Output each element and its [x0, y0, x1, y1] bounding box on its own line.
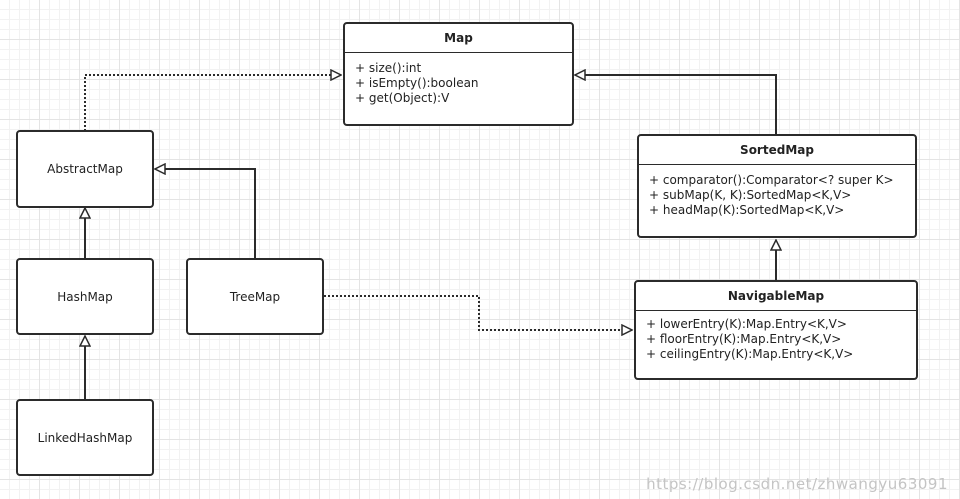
treemap-class-box[interactable]: TreeMap [186, 258, 324, 335]
treemap-extends-abstractmap-edge [155, 169, 256, 259]
treemap-realizes-navigablemap-edge [324, 295, 632, 330]
abstractmap-class-box[interactable]: AbstractMap [16, 130, 154, 208]
map-class-name: Map [345, 24, 572, 53]
sortedmap-class-name: SortedMap [639, 136, 915, 165]
hashmap-class-box[interactable]: HashMap [16, 258, 154, 335]
sortedmap-member: + comparator():Comparator<? super K> [649, 173, 894, 187]
linkedhashmap-class-name: LinkedHashMap [37, 430, 133, 445]
navigablemap-class-name: NavigableMap [636, 282, 916, 311]
navigablemap-member: + lowerEntry(K):Map.Entry<K,V> [646, 317, 847, 331]
abstractmap-class-name: AbstractMap [47, 162, 123, 176]
hashmap-class-name: HashMap [57, 289, 113, 304]
navigablemap-member: + floorEntry(K):Map.Entry<K,V> [646, 332, 842, 346]
sortedmap-class-box[interactable]: SortedMap + comparator():Comparator<? su… [637, 134, 917, 238]
sortedmap-member: + headMap(K):SortedMap<K,V> [649, 203, 845, 217]
map-class-box[interactable]: Map + size():int + isEmpty():boolean + g… [343, 22, 574, 126]
map-member: + get(Object):V [355, 91, 450, 105]
sortedmap-extends-map-edge [575, 75, 777, 135]
sortedmap-members: + comparator():Comparator<? super K> + s… [639, 165, 915, 218]
map-members: + size():int + isEmpty():boolean + get(O… [345, 53, 572, 106]
watermark: https://blog.csdn.net/zhwangyu63091 [646, 475, 948, 493]
navigablemap-class-box[interactable]: NavigableMap + lowerEntry(K):Map.Entry<K… [634, 280, 918, 380]
treemap-class-name: TreeMap [229, 289, 281, 304]
navigablemap-members: + lowerEntry(K):Map.Entry<K,V> + floorEn… [636, 311, 916, 362]
linkedhashmap-class-box[interactable]: LinkedHashMap [16, 399, 154, 476]
navigablemap-member: + ceilingEntry(K):Map.Entry<K,V> [646, 347, 854, 361]
map-member: + isEmpty():boolean [355, 76, 479, 90]
abstractmap-realizes-map-edge [84, 75, 341, 131]
map-member: + size():int [355, 61, 422, 75]
sortedmap-member: + subMap(K, K):SortedMap<K,V> [649, 188, 852, 202]
